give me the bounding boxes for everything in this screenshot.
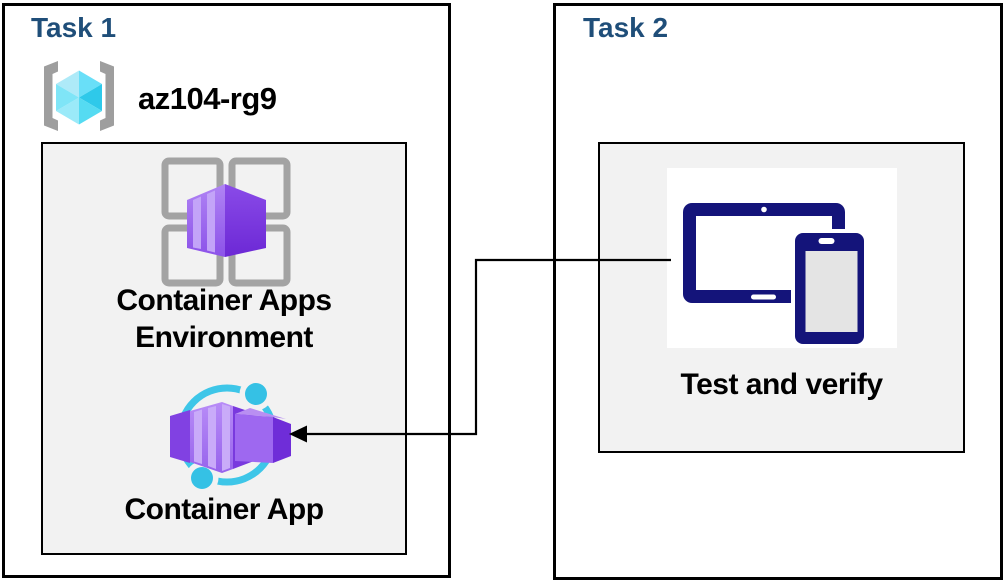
test-and-verify-label: Test and verify (680, 368, 883, 401)
task2-box: Task 2 Test and verify (553, 3, 1003, 580)
task1-box: Task 1 az104-rg9 (2, 3, 451, 578)
test-verify-panel: Test and verify (598, 142, 965, 453)
container-apps-environment-icon (159, 156, 293, 293)
environment-label-line2: Environment (135, 321, 313, 354)
container-app-icon (160, 375, 294, 504)
container-app-label: Container App (124, 493, 324, 526)
azure-resource-group-icon (35, 58, 123, 139)
resource-group-row: az104-rg9 (35, 58, 277, 139)
device-icon-backdrop (667, 168, 897, 348)
task1-title: Task 1 (31, 12, 117, 43)
container-apps-panel: Container Apps Environment (41, 142, 407, 555)
phone-screen (805, 251, 858, 332)
tablet-and-phone-icon (667, 203, 897, 352)
resource-group-name: az104-rg9 (138, 80, 277, 116)
environment-label: Container Apps Environment (43, 282, 405, 356)
environment-label-line1: Container Apps (116, 284, 332, 317)
task2-title: Task 2 (583, 12, 669, 43)
